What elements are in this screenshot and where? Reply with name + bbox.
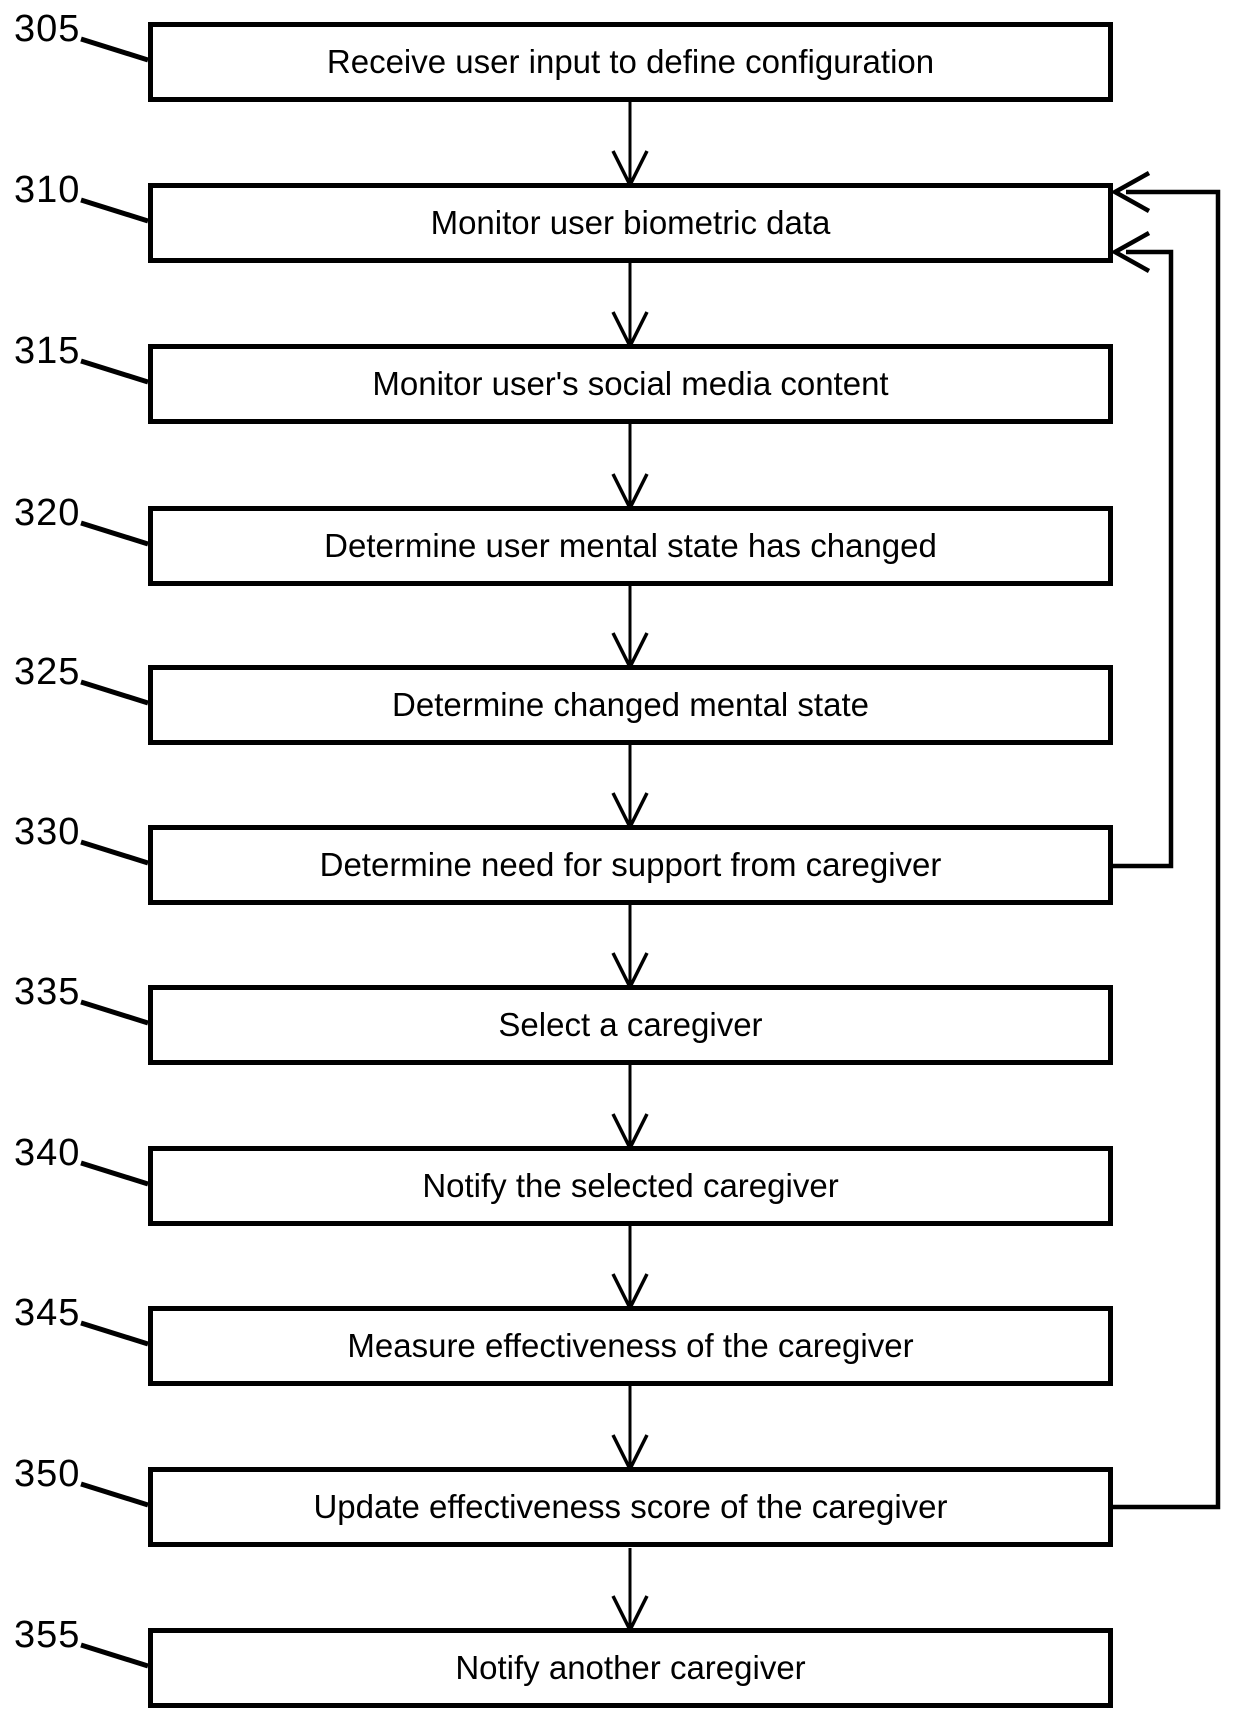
ref-label-305: 305: [14, 8, 81, 50]
leader-310: [80, 197, 149, 224]
flow-step-text: Select a caregiver: [498, 1005, 763, 1043]
flow-step-350: Update effectiveness score of the caregi…: [148, 1467, 1113, 1547]
flow-step-text: Notify another caregiver: [455, 1648, 806, 1686]
ref-label-330: 330: [14, 811, 81, 853]
leader-325: [80, 679, 149, 706]
flow-step-340: Notify the selected caregiver: [148, 1146, 1113, 1226]
flow-step-310: Monitor user biometric data: [148, 183, 1113, 263]
arrow-315-320: [611, 424, 649, 512]
ref-label-325: 325: [14, 651, 81, 693]
arrow-330-335: [611, 905, 649, 991]
flow-step-text: Notify the selected caregiver: [422, 1166, 839, 1204]
ref-label-345: 345: [14, 1292, 81, 1334]
flow-step-335: Select a caregiver: [148, 985, 1113, 1065]
arrowhead-feedback-350: [1110, 171, 1151, 213]
ref-label-340: 340: [14, 1132, 81, 1174]
flow-step-345: Measure effectiveness of the caregiver: [148, 1306, 1113, 1386]
flow-step-text: Determine user mental state has changed: [324, 526, 937, 564]
arrow-325-330: [611, 745, 649, 831]
leader-350: [80, 1481, 149, 1508]
arrow-310-315: [611, 263, 649, 350]
leader-320: [80, 520, 149, 547]
ref-label-315: 315: [14, 330, 81, 372]
ref-label-310: 310: [14, 169, 81, 211]
flow-step-320: Determine user mental state has changed: [148, 506, 1113, 586]
flow-step-text: Determine changed mental state: [392, 685, 869, 723]
ref-label-350: 350: [14, 1453, 81, 1495]
leader-315: [80, 358, 149, 385]
flow-step-text: Monitor user biometric data: [430, 203, 831, 241]
flow-step-355: Notify another caregiver: [148, 1628, 1113, 1708]
leader-335: [80, 999, 149, 1026]
leader-305: [80, 36, 149, 63]
arrowhead-feedback-330: [1110, 231, 1151, 273]
flow-step-text: Determine need for support from caregive…: [319, 845, 942, 883]
arrow-335-340: [611, 1065, 649, 1152]
flow-step-325: Determine changed mental state: [148, 665, 1113, 745]
leader-345: [80, 1320, 149, 1347]
arrow-350-355: [611, 1548, 649, 1634]
leader-340: [80, 1160, 149, 1187]
arrow-305-310: [611, 102, 649, 189]
feedback-arrow-330-310: [1110, 231, 1174, 869]
ref-label-355: 355: [14, 1614, 81, 1656]
flow-step-text: Monitor user's social media content: [372, 364, 889, 402]
ref-label-335: 335: [14, 971, 81, 1013]
flow-step-text: Update effectiveness score of the caregi…: [313, 1487, 948, 1525]
flow-step-text: Measure effectiveness of the caregiver: [347, 1326, 914, 1364]
flow-step-315: Monitor user's social media content: [148, 344, 1113, 424]
arrow-340-345: [611, 1226, 649, 1312]
leader-355: [80, 1642, 149, 1669]
flow-step-305: Receive user input to define configurati…: [148, 22, 1113, 102]
arrow-320-325: [611, 586, 649, 671]
flow-step-330: Determine need for support from caregive…: [148, 825, 1113, 905]
ref-label-320: 320: [14, 492, 81, 534]
flow-step-text: Receive user input to define configurati…: [326, 42, 935, 80]
arrow-345-350: [611, 1386, 649, 1473]
feedback-arrow-350-310: [1110, 171, 1221, 1510]
leader-330: [80, 839, 149, 866]
